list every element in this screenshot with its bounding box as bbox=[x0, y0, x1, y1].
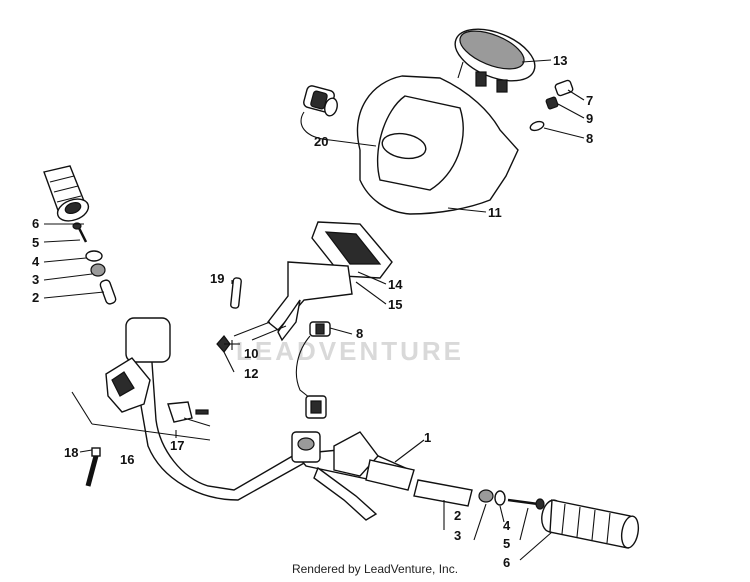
callout-3-left: 3 bbox=[32, 272, 39, 287]
wiring-connector bbox=[295, 321, 331, 419]
cable bbox=[85, 447, 101, 487]
callout-5-left: 5 bbox=[32, 235, 39, 250]
callout-17: 17 bbox=[170, 438, 184, 453]
right-washer bbox=[494, 490, 506, 506]
left-washer bbox=[85, 250, 103, 262]
right-grip bbox=[541, 499, 640, 549]
callout-2-left: 2 bbox=[32, 290, 39, 305]
bracket-screw bbox=[216, 335, 240, 353]
callout-15: 15 bbox=[388, 297, 402, 312]
right-control-assembly bbox=[291, 431, 379, 521]
footer-credit: Rendered by LeadVenture, Inc. bbox=[291, 562, 459, 576]
callout-4-left: 4 bbox=[32, 254, 40, 269]
pin bbox=[230, 277, 242, 309]
callout-13: 13 bbox=[553, 53, 567, 68]
right-collar bbox=[478, 489, 494, 503]
right-sleeve bbox=[413, 479, 473, 507]
callout-1: 1 bbox=[424, 430, 431, 445]
callout-4-right: 4 bbox=[503, 518, 511, 533]
mounting-bracket bbox=[233, 261, 353, 342]
callout-10: 10 bbox=[244, 346, 258, 361]
callout-6-right: 6 bbox=[503, 555, 510, 570]
left-sleeve bbox=[99, 279, 117, 305]
left-bolt bbox=[72, 222, 88, 243]
left-collar bbox=[90, 263, 106, 277]
headlight-pod bbox=[356, 75, 519, 215]
callout-14: 14 bbox=[388, 277, 403, 292]
key-switch bbox=[303, 85, 338, 117]
callout-11: 11 bbox=[488, 205, 502, 220]
left-switch-housing bbox=[105, 317, 171, 413]
callout-12: 12 bbox=[244, 366, 258, 381]
callout-19: 19 bbox=[210, 271, 224, 286]
leader-lines bbox=[43, 59, 585, 561]
right-bolt bbox=[507, 498, 545, 510]
watermark: LEADVENTURE bbox=[236, 336, 465, 366]
callout-6-left: 6 bbox=[32, 216, 39, 231]
callout-7: 7 bbox=[586, 93, 593, 108]
callout-8-mid: 8 bbox=[356, 326, 363, 341]
throttle-tube bbox=[365, 459, 415, 491]
callout-9: 9 bbox=[586, 111, 593, 126]
callout-2-right: 2 bbox=[454, 508, 461, 523]
speedometer-gauge bbox=[454, 28, 536, 93]
callout-3-right: 3 bbox=[454, 528, 461, 543]
callout-20: 20 bbox=[314, 134, 328, 149]
callout-18: 18 bbox=[64, 445, 78, 460]
headlight-bezel bbox=[311, 221, 393, 279]
callout-8-top: 8 bbox=[586, 131, 593, 146]
callout-16: 16 bbox=[120, 452, 134, 467]
callout-5-right: 5 bbox=[503, 536, 510, 551]
clamp bbox=[167, 401, 209, 423]
bulb-socket bbox=[529, 79, 574, 132]
left-grip bbox=[43, 165, 90, 222]
